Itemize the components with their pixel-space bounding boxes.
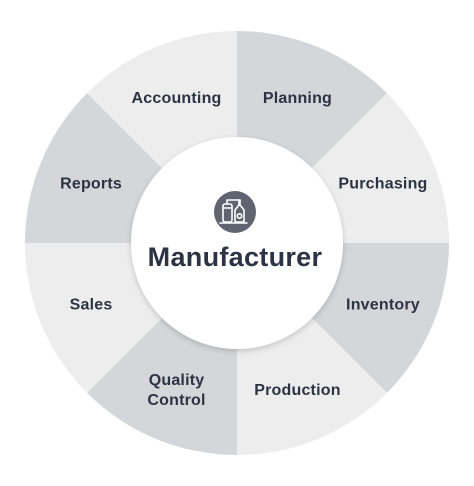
segment-reports-label: Reports: [60, 176, 122, 193]
segment-accounting-label-line: Accounting: [132, 90, 222, 107]
segment-planning-label: Planning: [263, 90, 332, 107]
segment-quality-control-label-line: Control: [147, 392, 205, 409]
segment-sales-label-line: Sales: [70, 296, 113, 313]
factory-icon: [214, 191, 256, 233]
segment-production-label-line: Production: [254, 382, 340, 399]
segment-inventory-label-line: Inventory: [346, 296, 420, 313]
segment-sales-label: Sales: [70, 296, 113, 313]
segment-inventory-label: Inventory: [346, 296, 420, 313]
segment-planning-label-line: Planning: [263, 90, 332, 107]
segment-reports-label-line: Reports: [60, 176, 122, 193]
segment-accounting-label: Accounting: [132, 90, 222, 107]
segment-quality-control-label-line: Quality: [149, 372, 205, 389]
center-circle: [131, 137, 343, 349]
segment-production-label: Production: [254, 382, 340, 399]
segment-purchasing-label-line: Purchasing: [338, 176, 427, 193]
segment-purchasing-label: Purchasing: [338, 176, 427, 193]
center-title: Manufacturer: [148, 242, 323, 272]
